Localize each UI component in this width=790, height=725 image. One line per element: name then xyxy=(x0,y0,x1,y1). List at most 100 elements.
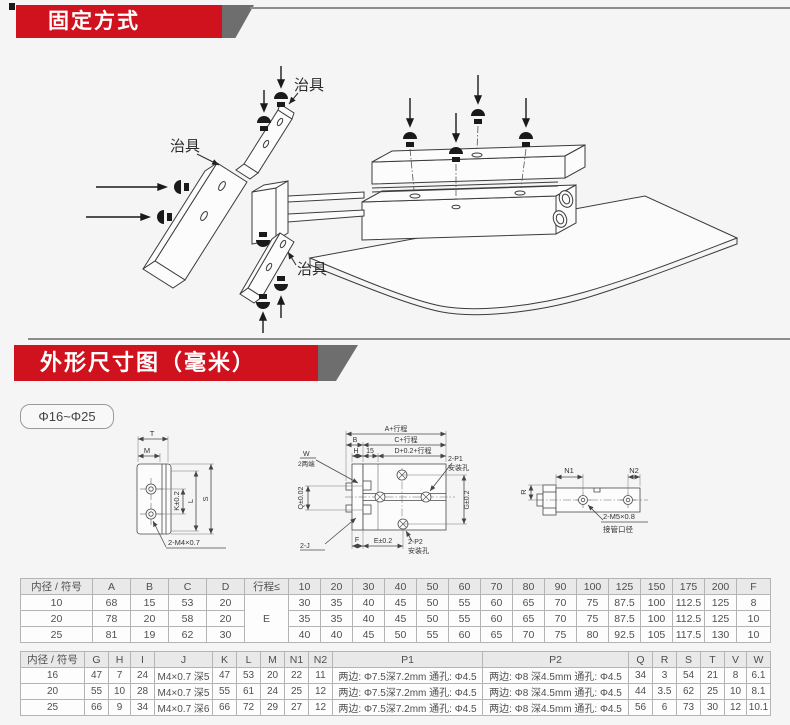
header-cell: N2 xyxy=(308,651,333,668)
cell: 105 xyxy=(640,626,673,643)
cell: 10 xyxy=(724,683,747,700)
cell: 16 xyxy=(20,667,85,684)
cell: 24 xyxy=(260,683,285,700)
screw xyxy=(449,147,463,162)
jig-label: 治具 xyxy=(170,138,200,155)
arrow-up-icon xyxy=(276,295,286,318)
cell: 125 xyxy=(704,594,737,611)
arrow-right-icon xyxy=(96,182,168,192)
cell: 130 xyxy=(704,626,737,643)
cell: 8 xyxy=(736,594,771,611)
cell: 9 xyxy=(108,699,131,716)
header-cell: T xyxy=(700,651,725,668)
cell: 35 xyxy=(320,610,353,627)
cell: 34 xyxy=(628,667,653,684)
cell: 19 xyxy=(130,626,169,643)
cell: 55 xyxy=(416,626,449,643)
arrow-down-icon xyxy=(473,75,483,105)
jig-label: 治具 xyxy=(297,261,327,278)
cell: 10 xyxy=(736,626,771,643)
cell: 87.5 xyxy=(608,594,641,611)
cell: 100 xyxy=(640,610,673,627)
cell: 65 xyxy=(480,626,513,643)
cell: 25 xyxy=(284,683,309,700)
header-cell: 40 xyxy=(384,578,417,595)
cell: 34 xyxy=(130,699,155,716)
cell: 10 xyxy=(108,683,131,700)
cell: 50 xyxy=(416,610,449,627)
jig-bar-bottom xyxy=(239,232,295,304)
cell: 20 xyxy=(20,610,93,627)
dim-15: 15 xyxy=(366,448,374,455)
cell: 20 xyxy=(206,610,245,627)
dim-A-stroke: A+行程 xyxy=(385,425,408,433)
thread-callout: 2-M4×0.7 xyxy=(168,538,200,547)
cell: 73 xyxy=(676,699,701,716)
cell: 25 xyxy=(20,626,93,643)
cell: 27 xyxy=(284,699,309,716)
left-end-view: T M K±0.2 L S 2-M4×0.7 xyxy=(136,429,226,549)
port-callout-note: 接管口径 xyxy=(603,524,633,534)
cell: 3.5 xyxy=(652,683,677,700)
cell: 78 xyxy=(92,610,131,627)
dim-D-stroke: D+0.2+行程 xyxy=(395,446,432,455)
header-cell: 60 xyxy=(448,578,481,595)
jig-plate-left xyxy=(142,162,248,289)
cell: 40 xyxy=(352,610,385,627)
cell: 53 xyxy=(236,667,261,684)
cell: 92.5 xyxy=(608,626,641,643)
header-cell: N1 xyxy=(284,651,309,668)
dimension-drawings: T M K±0.2 L S 2-M4×0.7 xyxy=(136,425,648,555)
header-cell: D xyxy=(206,578,245,595)
header-cell: 30 xyxy=(352,578,385,595)
cell: 30 xyxy=(288,594,321,611)
cell: 50 xyxy=(416,594,449,611)
cell: 22 xyxy=(284,667,309,684)
screw xyxy=(403,132,417,147)
header-cell: L xyxy=(236,651,261,668)
dim-W: W xyxy=(303,451,310,458)
cell: 11 xyxy=(308,667,333,684)
cell: 24 xyxy=(130,667,155,684)
centerlines xyxy=(409,125,527,201)
cell: 20 xyxy=(206,594,245,611)
arrow-down-icon xyxy=(405,98,415,128)
port-holes xyxy=(575,492,636,508)
cell: 60 xyxy=(480,610,513,627)
cell: 6.1 xyxy=(746,667,771,684)
cell: 56 xyxy=(628,699,653,716)
arrow-down-icon xyxy=(451,113,461,143)
cell: 62 xyxy=(676,683,701,700)
arrow-up-icon xyxy=(258,311,268,333)
cell: 两边: Φ7.5深7.2mm 通孔: Φ4.5 xyxy=(332,667,483,684)
cell: 55 xyxy=(212,683,237,700)
screw xyxy=(257,116,271,131)
cell: 72 xyxy=(236,699,261,716)
cell: 45 xyxy=(384,594,417,611)
dim-F: F xyxy=(355,537,359,544)
side-section-view: A+行程 B C+行程 H 15 D+0.2+行程 G±0.2 Q±0.02 E… xyxy=(298,425,471,555)
cell: M4×0.7 深5 xyxy=(154,667,213,684)
cell: 25 xyxy=(20,699,85,716)
cell: 35 xyxy=(320,594,353,611)
dim-L: L xyxy=(186,499,195,503)
cell: 70 xyxy=(544,610,577,627)
arrow-right-icon xyxy=(86,212,151,222)
cell: 68 xyxy=(92,594,131,611)
divider-line xyxy=(250,7,790,9)
header-cell: 10 xyxy=(288,578,321,595)
rod-end-plate xyxy=(251,180,365,245)
header-cell: 125 xyxy=(608,578,641,595)
jig-bar-top xyxy=(235,103,295,180)
cell: 44 xyxy=(628,683,653,700)
cell: 66 xyxy=(212,699,237,716)
header-cell: 80 xyxy=(512,578,545,595)
screw xyxy=(174,180,189,194)
banner-tail-decoration xyxy=(318,345,358,381)
cylinder-body xyxy=(361,184,577,241)
